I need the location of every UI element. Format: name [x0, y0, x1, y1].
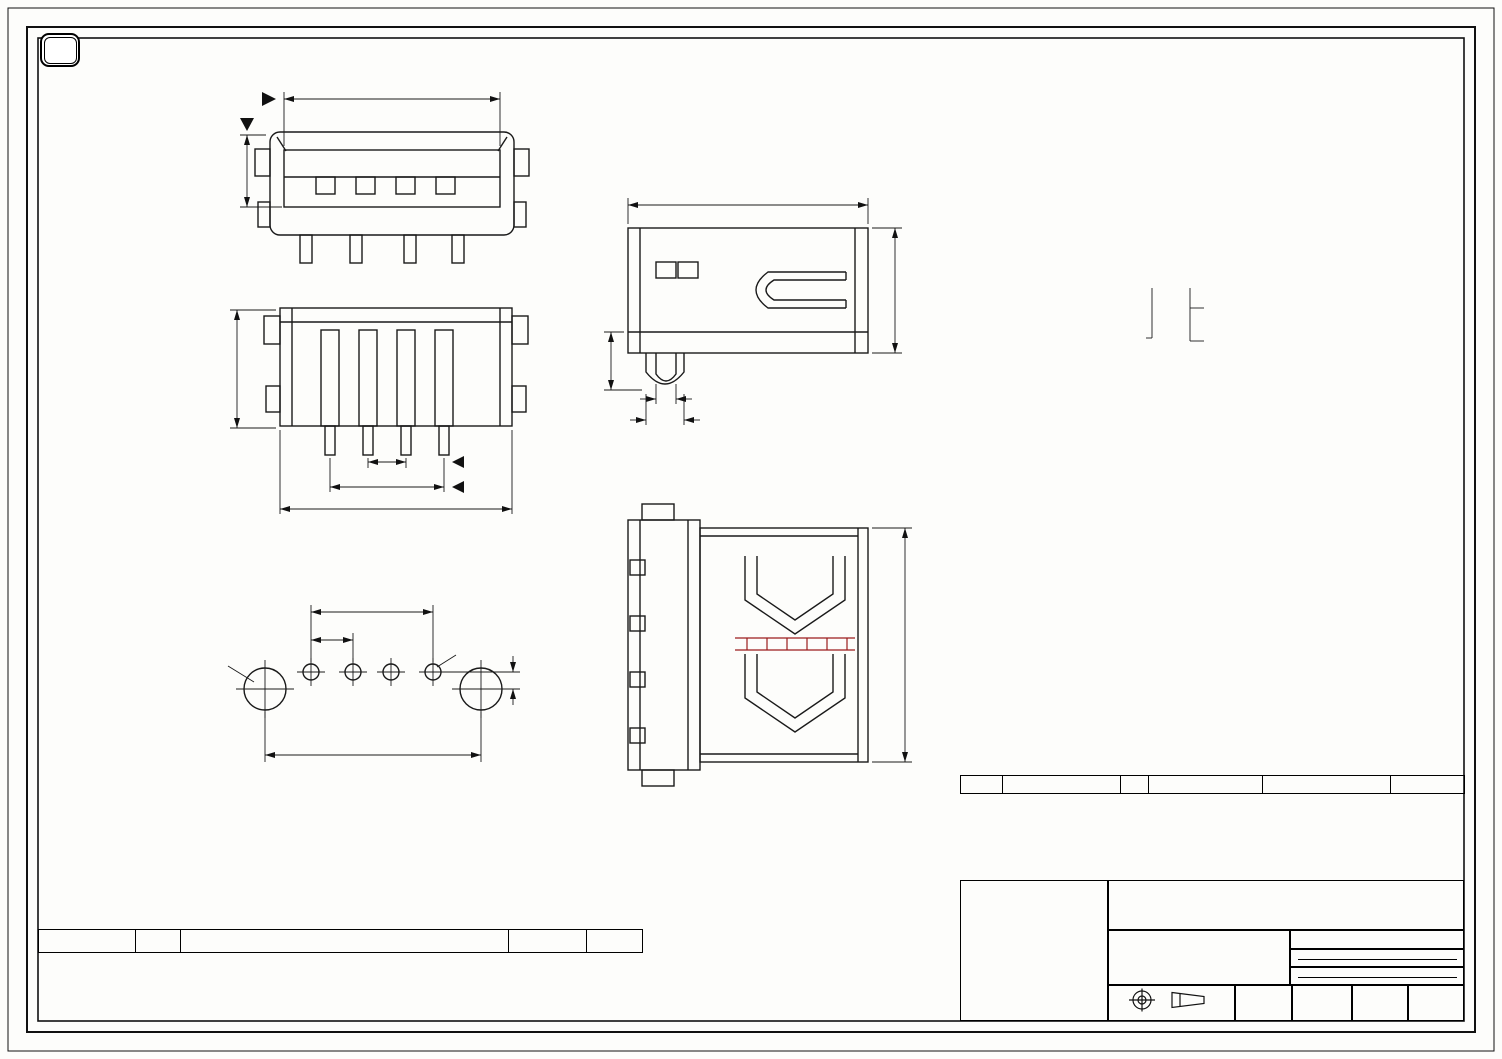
title-cell: [1108, 930, 1290, 985]
projection-cell: [1108, 985, 1235, 1021]
checked-dim-marker: [452, 481, 464, 493]
rohs-badge: [40, 33, 80, 67]
revision-header: [38, 929, 136, 953]
checked-dim-marker: [452, 456, 464, 468]
checked-dim-marker: [240, 118, 254, 131]
bom-header: [1390, 775, 1465, 794]
unit-cell: [1235, 985, 1292, 1021]
view-pcb-holes: [243, 663, 503, 711]
view-side: [627, 503, 869, 787]
rohs-badge-inner: [43, 36, 77, 64]
view-front-section: [263, 307, 529, 456]
bom-header: [1120, 775, 1149, 794]
revision-header: [180, 929, 509, 953]
bom-header: [1002, 775, 1121, 794]
draw-no-blank-line: [1298, 977, 1457, 978]
part-number-note: [1290, 930, 1464, 949]
revision-header: [135, 929, 181, 953]
draw-no-cell: [1290, 967, 1464, 985]
view-side-spring-detail: [735, 637, 855, 651]
bom-table: [960, 775, 1465, 794]
revision-table: [38, 929, 643, 953]
bom-header: [1262, 775, 1391, 794]
view-top-dims: [604, 198, 902, 425]
tolerance-block: [960, 880, 1108, 1021]
sheet-cell: [1408, 985, 1464, 1021]
view-front-dims: [240, 92, 501, 208]
size-cell: [1352, 985, 1408, 1021]
third-angle-projection-icon: [1128, 988, 1205, 1012]
model-cell: [1290, 949, 1464, 967]
revision-header: [586, 929, 643, 953]
view-front-face: [254, 131, 530, 264]
view-top: [627, 227, 869, 385]
checked-dim-marker: [262, 92, 276, 106]
view-front-section-dims: [230, 309, 513, 514]
scale-cell: [1292, 985, 1352, 1021]
company-name: [1108, 880, 1464, 930]
part-number-tree: [1146, 288, 1204, 342]
view-pcb-centerlines: [227, 654, 510, 718]
view-pcb-dims: [264, 605, 520, 762]
model-blank-line: [1298, 959, 1457, 960]
revision-header: [508, 929, 587, 953]
view-side-dims: [872, 527, 912, 763]
bom-header-row: [960, 775, 1465, 794]
bom-header: [960, 775, 1003, 794]
revision-header-row: [38, 929, 643, 953]
bom-header: [1148, 775, 1263, 794]
